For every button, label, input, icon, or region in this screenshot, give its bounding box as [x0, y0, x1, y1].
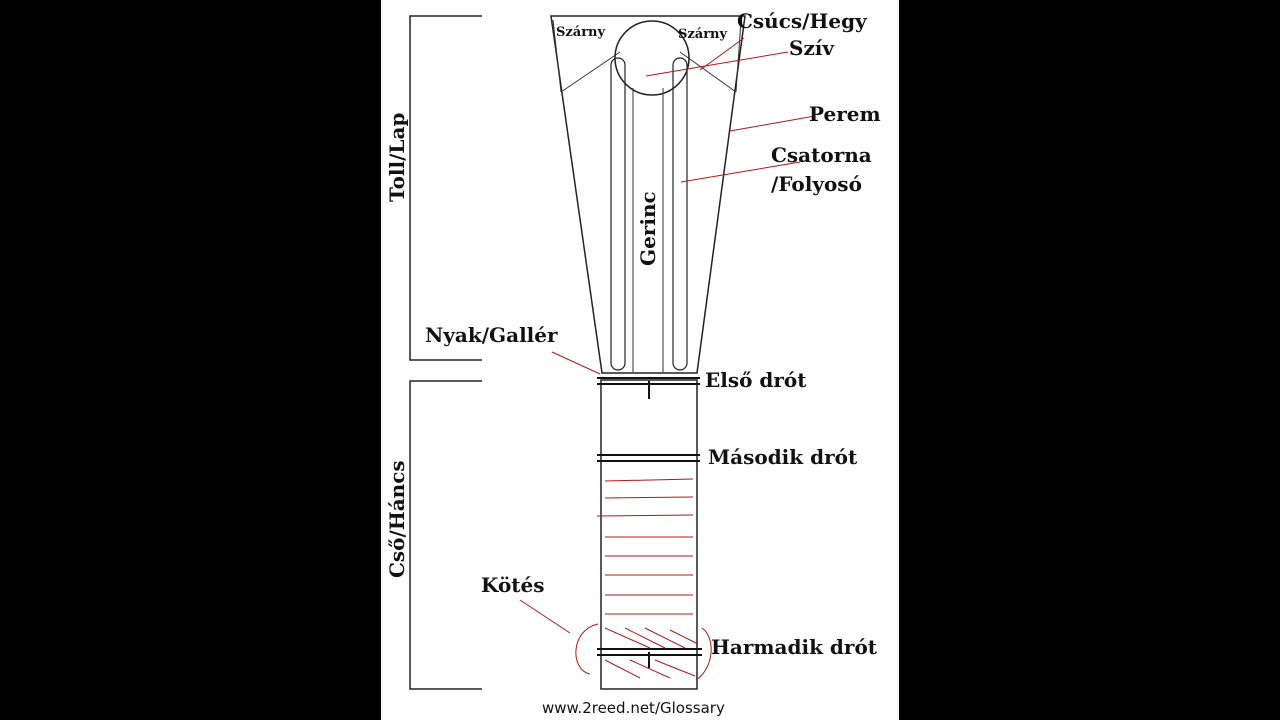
- leader-binding: [519, 599, 571, 634]
- second-wire-label: Második drót: [708, 445, 858, 469]
- leader-channel: [680, 161, 801, 183]
- binding-label: Kötés: [481, 573, 545, 597]
- binding-wraps: [596, 478, 694, 615]
- blade-section-label: Toll/Lap: [385, 113, 409, 202]
- spine-label: Gerinc: [636, 191, 660, 266]
- wing-label-left: Szárny: [556, 25, 605, 40]
- leader-tip: [699, 37, 745, 71]
- channel-label-line1: Csatorna: [771, 143, 872, 167]
- channel-left: [610, 57, 626, 371]
- tube-outline: [600, 379, 698, 690]
- first-wire: [597, 377, 700, 399]
- leader-neck: [551, 351, 601, 375]
- channel-right: [672, 57, 688, 371]
- wing-label-right: Szárny: [678, 27, 727, 42]
- binding-knot: [575, 623, 712, 681]
- heart-label: Szív: [789, 36, 835, 60]
- leader-lines: [519, 37, 816, 634]
- third-wire-label: Harmadik drót: [711, 635, 878, 659]
- leader-heart: [645, 51, 789, 77]
- credit-url: www.2reed.net/Glossary: [542, 699, 725, 717]
- second-wire: [597, 454, 700, 462]
- rail-label: Perem: [809, 102, 881, 126]
- wing-curve-left: [560, 51, 621, 93]
- tube-section-bracket: [409, 380, 482, 690]
- blade-outline: [550, 15, 746, 374]
- tip-label: Csúcs/Hegy: [737, 9, 868, 33]
- wing-line-left: [552, 19, 562, 93]
- neck-label: Nyak/Gallér: [425, 323, 558, 347]
- wing-line-right: [735, 19, 742, 93]
- leader-rail: [729, 115, 816, 132]
- first-wire-label: Első drót: [705, 368, 807, 392]
- channel-label-line2: /Folyosó: [771, 172, 862, 196]
- tube-section-label: Cső/Háncs: [385, 460, 409, 578]
- blade-section-bracket: [409, 15, 482, 361]
- third-wire: [597, 648, 702, 668]
